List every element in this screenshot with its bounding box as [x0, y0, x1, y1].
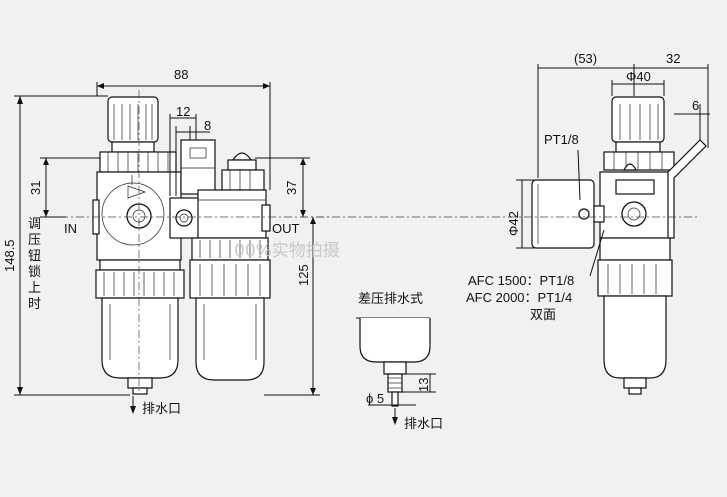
- drain-port-label-2: 排水口: [404, 417, 443, 432]
- dim-125: 125: [296, 264, 311, 286]
- diff-pressure-drain-title: 差压排水式: [358, 292, 423, 307]
- dim-phi40: Φ40: [626, 69, 651, 84]
- watermark: 00%实物拍摄: [234, 241, 340, 261]
- dim-31: 31: [28, 181, 43, 195]
- dim-88: 88: [174, 67, 188, 82]
- lubricator-bowl: [189, 237, 271, 381]
- double-face-label: 双面: [530, 308, 556, 323]
- svg-text:钮: 钮: [28, 249, 41, 264]
- filter-bowl: [95, 259, 185, 395]
- side-view: [300, 64, 710, 395]
- connector-block: [169, 197, 201, 239]
- pt-1-8-label: PT1/8: [544, 132, 579, 147]
- dim-phi42: Φ42: [506, 211, 521, 236]
- inlet-label: IN: [64, 221, 77, 236]
- svg-text:调: 调: [28, 217, 41, 232]
- svg-text:上: 上: [28, 281, 41, 296]
- dim-53: (53): [574, 51, 597, 66]
- svg-text:锁: 锁: [28, 264, 41, 280]
- outlet-label: OUT: [272, 221, 300, 236]
- svg-text:压: 压: [28, 233, 41, 248]
- dim-13: 13: [416, 378, 431, 392]
- dim-37: 37: [284, 181, 299, 195]
- afc2000-label: AFC 2000：PT1/4: [466, 290, 572, 305]
- front-view: [14, 82, 330, 414]
- knob-lock-note: 调 压 钮 锁 上 时: [28, 217, 41, 312]
- dim-phi5: ϕ 5: [366, 391, 384, 406]
- dim-32: 32: [666, 51, 680, 66]
- svg-text:时: 时: [28, 297, 41, 312]
- dim-6: 6: [692, 98, 699, 113]
- dim-12: 12: [176, 104, 190, 119]
- afc1500-label: AFC 1500：PT1/8: [468, 273, 574, 288]
- regulator-knob: [107, 96, 159, 153]
- dim-8: 8: [204, 118, 211, 133]
- dim-148-5: 148.5: [2, 239, 17, 272]
- drain-detail: [356, 317, 436, 425]
- lubricator-cap: [197, 152, 271, 239]
- drain-port-label: 排水口: [142, 402, 181, 417]
